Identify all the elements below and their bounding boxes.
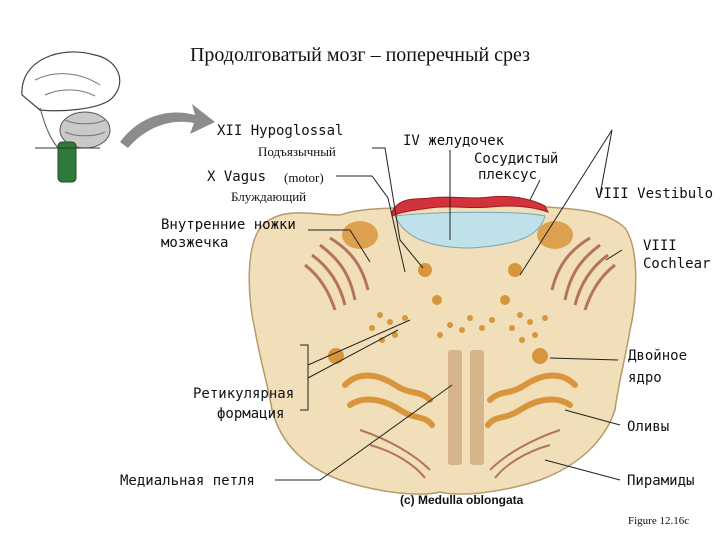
label-nucleus-ambiguus-2: ядро <box>628 370 662 386</box>
label-x-ru: Блуждающий <box>231 189 306 205</box>
label-xii-ru: Подъязычный <box>258 144 336 160</box>
figure-reference: Figure 12.16c <box>628 515 689 527</box>
figure-caption: (c) Medulla oblongata <box>400 493 523 507</box>
label-reticular-2: формация <box>217 406 284 422</box>
label-viii-cochlear-1: VIII <box>643 238 677 254</box>
label-viii-vestibular: VIII Vestibulo <box>595 186 713 202</box>
label-reticular-1: Ретикулярная <box>193 386 294 402</box>
label-choroid-plexus-1: Сосудистый <box>474 151 558 167</box>
label-medial-lemniscus: Медиальная петля <box>120 473 255 489</box>
label-x-motor: (motor) <box>284 170 324 186</box>
label-xii-hypoglossal: XII Hypoglossal <box>217 123 343 139</box>
label-cerebellar-peduncles-1: Внутренние ножки <box>161 217 296 233</box>
label-iv-ventricle: IV желудочек <box>403 133 504 149</box>
label-pyramids: Пирамиды <box>627 473 694 489</box>
label-viii-cochlear-2: Cochlear <box>643 256 710 272</box>
label-cerebellar-peduncles-2: мозжечка <box>161 235 228 251</box>
label-choroid-plexus-2: плексус <box>478 167 537 183</box>
curved-arrow-icon <box>120 104 215 148</box>
label-nucleus-ambiguus-1: Двойное <box>628 348 687 364</box>
brain-thumbnail-icon <box>22 52 120 182</box>
label-olives: Оливы <box>627 419 669 435</box>
label-x-vagus: X Vagus <box>207 169 266 185</box>
